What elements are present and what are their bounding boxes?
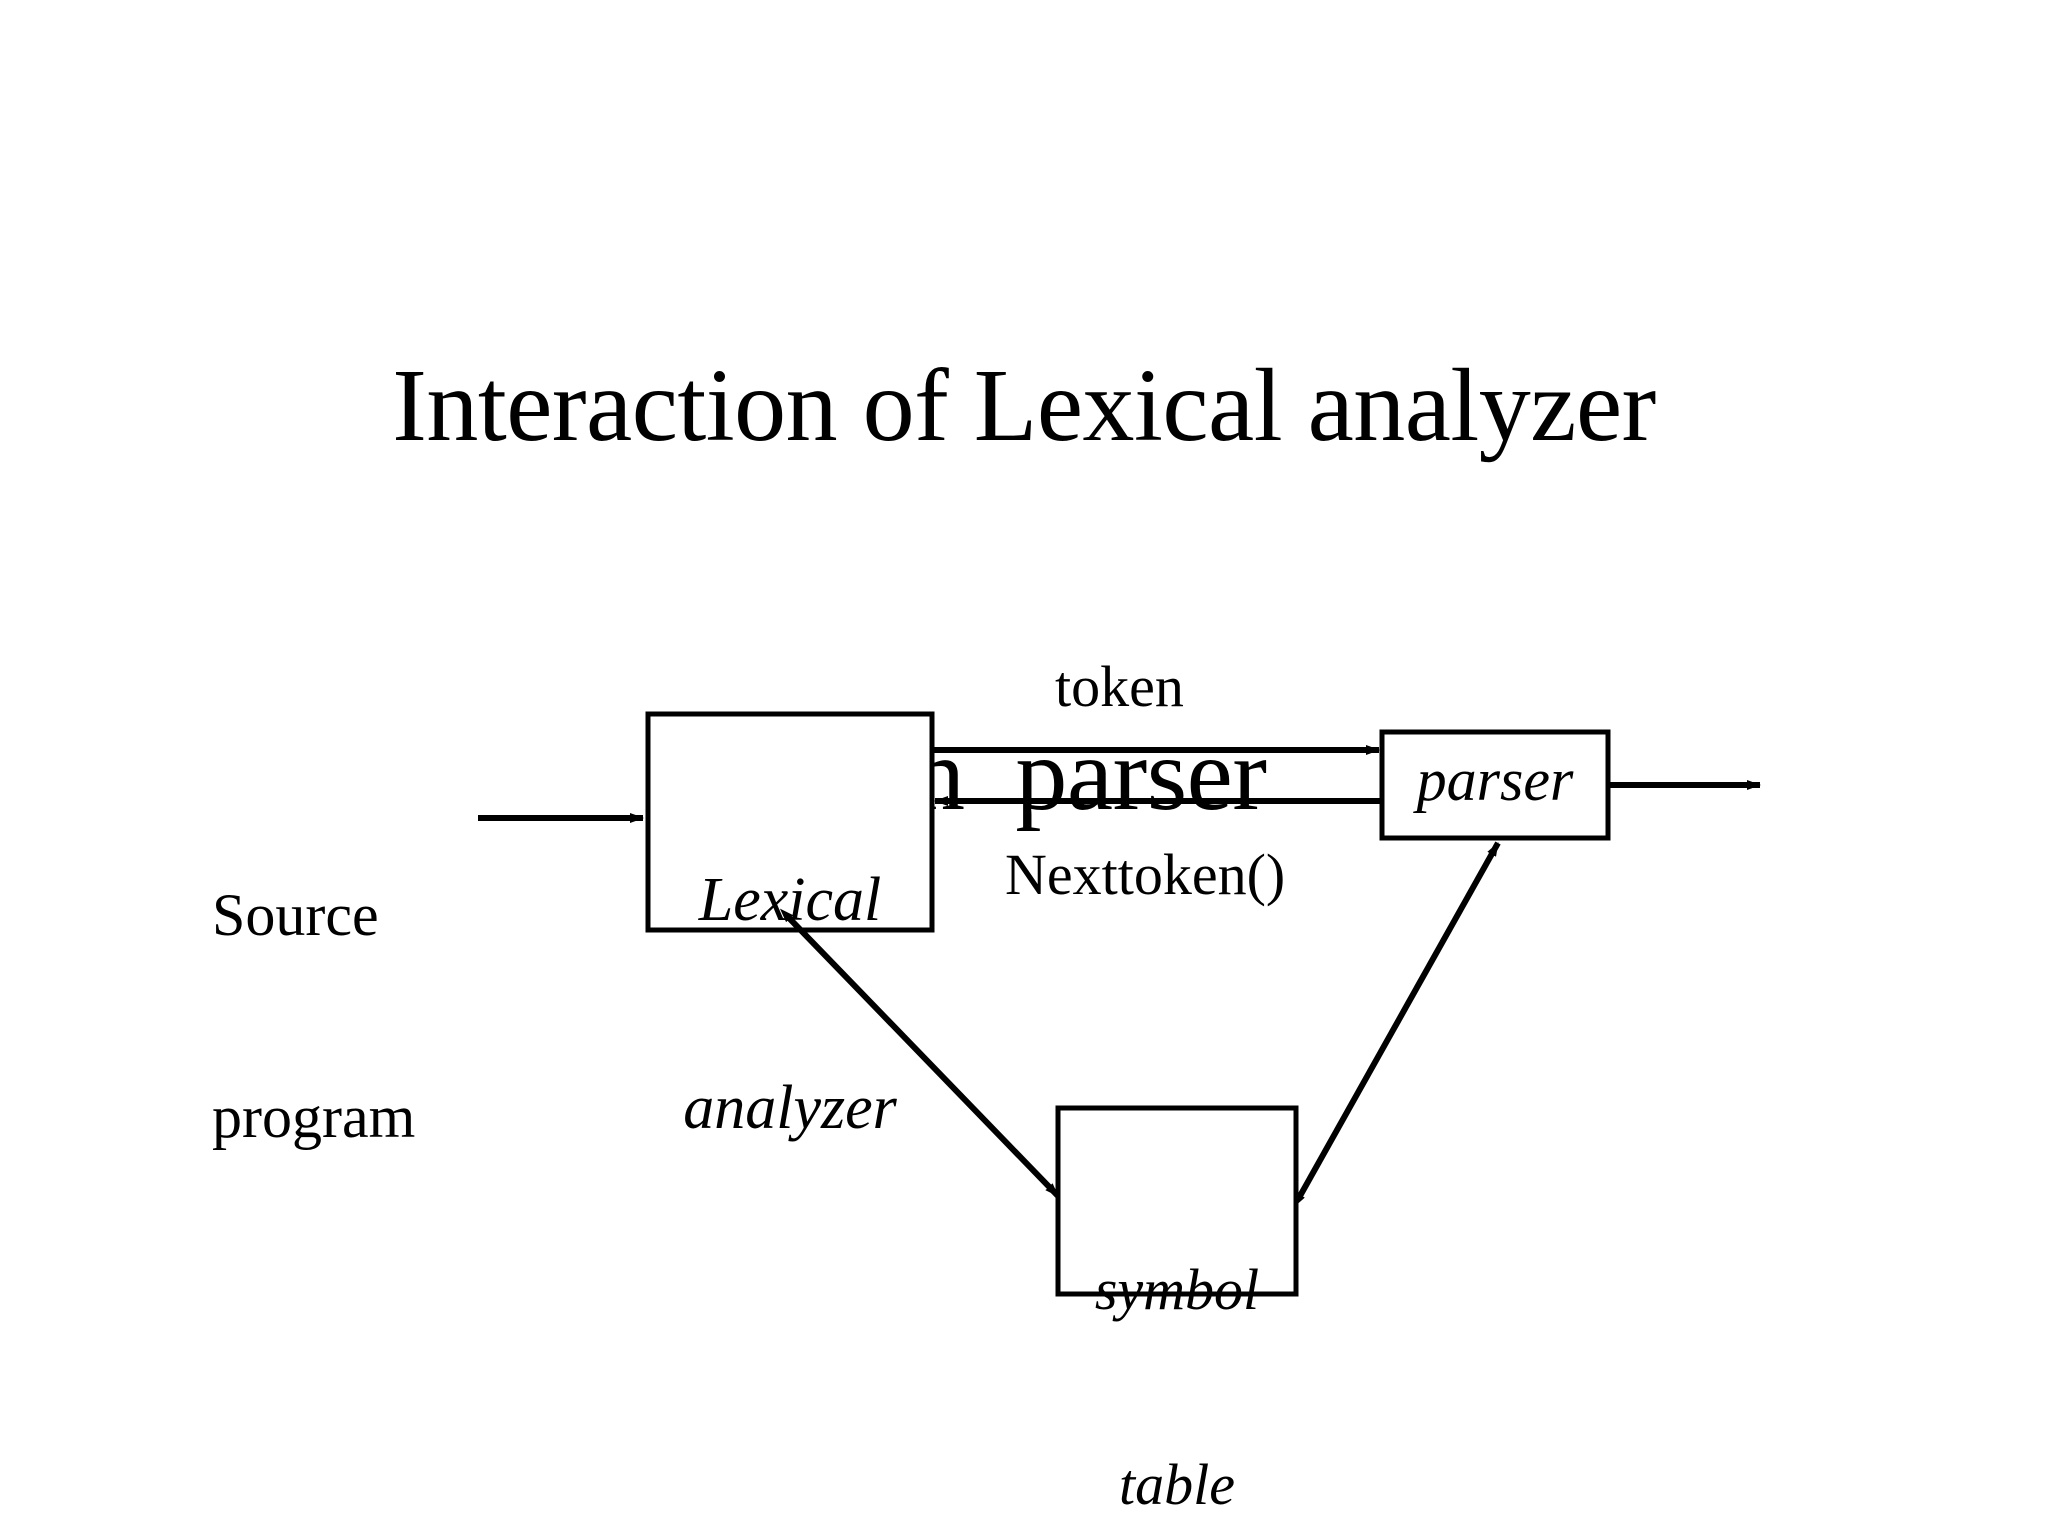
node-label-parser: parser [1416,747,1574,813]
lexer-label-line-2: analyzer [683,1074,897,1143]
symbol-table-label-line-1: symbol [1094,1256,1260,1322]
node-box-parser[interactable] [1379,729,1611,841]
edge-label-token: token [1055,654,1184,719]
node-box-lexical-analyzer[interactable] [645,711,935,933]
title-line-1: Interaction of Lexical analyzer [392,348,1656,464]
arrow-lexer-symbol-table [779,908,1061,1199]
node-label-source-program: Source program [212,748,415,1286]
node-label-lexical-analyzer: Lexical analyzer [648,727,932,1283]
lexer-label-line-1: Lexical [698,865,882,934]
source-label-line-2: program [212,1083,416,1150]
edge-label-nexttoken: Nexttoken() [1005,842,1286,907]
node-label-symbol-table: symbol table [1058,1128,1296,1536]
arrow-parser-symbol-table [1293,841,1501,1208]
symbol-table-label-line-2: table [1119,1451,1235,1517]
source-label-line-1: Source [212,882,379,949]
